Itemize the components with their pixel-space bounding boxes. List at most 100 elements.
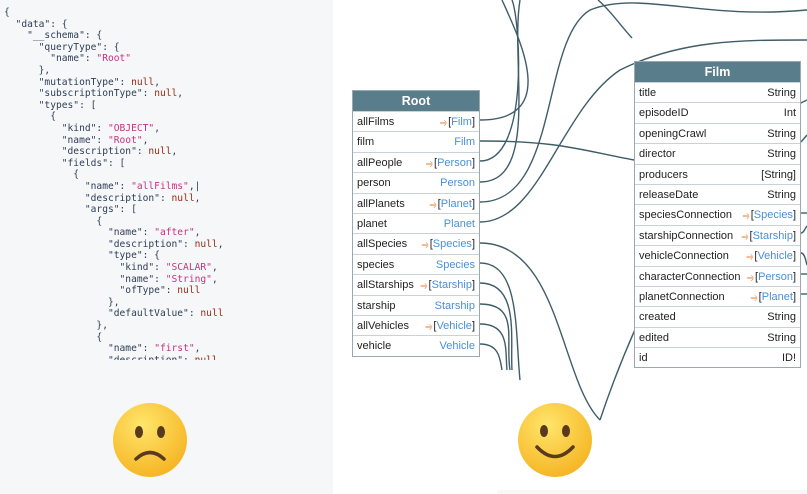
field-type[interactable]: ⥤[Vehicle] (425, 319, 475, 332)
edge (479, 2, 807, 203)
field-type[interactable]: ⥤[Starship] (420, 279, 475, 292)
field-type[interactable]: String (767, 148, 796, 161)
field-type[interactable]: ⥤[Person] (425, 156, 475, 169)
type-link[interactable]: Vehicle (757, 250, 793, 263)
list-connection-icon: ⥤ (439, 117, 448, 127)
type-link[interactable]: Starship (752, 229, 793, 242)
field-type[interactable]: Species (435, 258, 475, 271)
field-type[interactable]: ⥤[Species] (742, 209, 796, 222)
code-line: "name": "Root", (4, 134, 149, 146)
panel-edge (497, 490, 807, 494)
type-link[interactable]: Planet (761, 290, 793, 303)
field-row-person[interactable]: person Person (353, 172, 479, 192)
field-row-created[interactable]: created String (635, 306, 800, 326)
type-link[interactable]: Film (451, 116, 472, 128)
field-row-starshipConnection[interactable]: starshipConnection⥤[Starship] (635, 224, 800, 245)
field-type[interactable]: ⥤[Starship] (741, 229, 796, 242)
field-type[interactable]: Film (454, 136, 475, 149)
field-row-edited[interactable]: edited String (635, 326, 800, 347)
field-type[interactable]: String (767, 127, 796, 140)
type-link[interactable]: Species (432, 238, 472, 251)
field-name: episodeID (639, 107, 689, 120)
field-type[interactable]: Vehicle (439, 340, 475, 353)
field-name: allStarships (357, 279, 414, 292)
field-type[interactable]: ⥤[Vehicle] (746, 250, 796, 263)
field-type[interactable]: Person (440, 177, 475, 190)
field-type[interactable]: ⥤[Person] (746, 270, 796, 283)
field-type[interactable]: ⥤[Planet] (429, 197, 475, 210)
type-link[interactable]: Planet (440, 197, 472, 210)
code-line: "defaultValue": null (4, 308, 224, 320)
field-name: characterConnection (639, 270, 741, 283)
field-row-allSpecies[interactable]: allSpecies⥤[Species] (353, 233, 479, 253)
field-type[interactable]: Starship (434, 299, 475, 312)
field-type[interactable]: ⥤[Species] (421, 238, 475, 251)
field-name: openingCrawl (639, 127, 707, 140)
edge (479, 323, 508, 371)
field-name: film (357, 136, 375, 149)
type-link[interactable]: Person (758, 270, 793, 283)
code-line: "args": [ (4, 204, 137, 216)
edge (479, 282, 513, 371)
field-type[interactable]: String (767, 311, 796, 324)
field-row-allPlanets[interactable]: allPlanets⥤[Planet] (353, 192, 479, 213)
field-name: title (639, 87, 657, 99)
field-type[interactable]: String (767, 87, 796, 99)
field-row-allPeople[interactable]: allPeople ⥤[Person] (353, 151, 479, 172)
code-line: "types": [ (4, 99, 97, 111)
field-row-planetConnection[interactable]: planetConnection ⥤[Planet] (635, 285, 800, 306)
field-type[interactable]: String (767, 188, 796, 201)
field-row-episodeID[interactable]: episodeID Int (635, 102, 800, 122)
field-row-allFilms[interactable]: allFilms⥤[Film] (353, 111, 479, 131)
code-line: "subscriptionType": null, (4, 88, 184, 100)
code-line: "description": null, (4, 192, 201, 204)
type-link[interactable]: Vehicle (436, 319, 472, 332)
field-row-speciesConnection[interactable]: speciesConnection⥤[Species] (635, 204, 800, 224)
field-type[interactable]: String (767, 331, 796, 344)
list-connection-icon: ⥤ (420, 280, 428, 291)
edge (479, 303, 511, 371)
code-line: "name": "Root" (4, 53, 132, 65)
field-type[interactable]: ⥤[Film] (439, 116, 475, 128)
type-link[interactable]: Species (753, 209, 793, 222)
json-code-view[interactable]: { "data": { "__schema": { "queryType": {… (4, 7, 224, 360)
field-type[interactable]: Int (783, 107, 796, 120)
field-name: created (639, 311, 676, 324)
field-row-starship[interactable]: starship Starship (353, 294, 479, 315)
field-row-characterConnection[interactable]: characterConnection ⥤[Person] (635, 265, 800, 286)
type-link[interactable]: Person (437, 156, 472, 169)
code-line: }, (4, 320, 108, 332)
code-line: "name": "after", (4, 227, 201, 239)
code-line: }, (4, 296, 120, 308)
field-row-vehicleConnection[interactable]: vehicleConnection⥤[Vehicle] (635, 245, 800, 265)
code-line: "name": "first", (4, 343, 201, 355)
field-name: planetConnection (639, 290, 725, 303)
field-row-allVehicles[interactable]: allVehicles⥤[Vehicle] (353, 314, 479, 335)
field-type[interactable]: Planet (443, 217, 475, 230)
film-node-title: Film (635, 62, 800, 82)
field-type[interactable]: ⥤[Planet] (750, 290, 796, 303)
field-type[interactable]: [String] (761, 168, 796, 181)
type-link[interactable]: Starship (431, 279, 472, 292)
field-row-film[interactable]: film Film (353, 131, 479, 151)
field-name: allPeople (357, 156, 403, 169)
code-line: "description": null, (4, 146, 178, 158)
field-row-producers[interactable]: producers[String] (635, 163, 800, 184)
field-row-title[interactable]: title String (635, 82, 800, 102)
field-name: edited (639, 331, 669, 344)
field-row-allStarships[interactable]: allStarships ⥤[Starship] (353, 274, 479, 294)
field-name: starship (357, 299, 396, 312)
field-type[interactable]: ID! (781, 352, 796, 365)
code-line: "data": { (4, 18, 68, 30)
field-name: person (357, 177, 391, 190)
code-line: "description": null, (4, 238, 224, 250)
field-row-openingCrawl[interactable]: openingCrawl String (635, 122, 800, 143)
